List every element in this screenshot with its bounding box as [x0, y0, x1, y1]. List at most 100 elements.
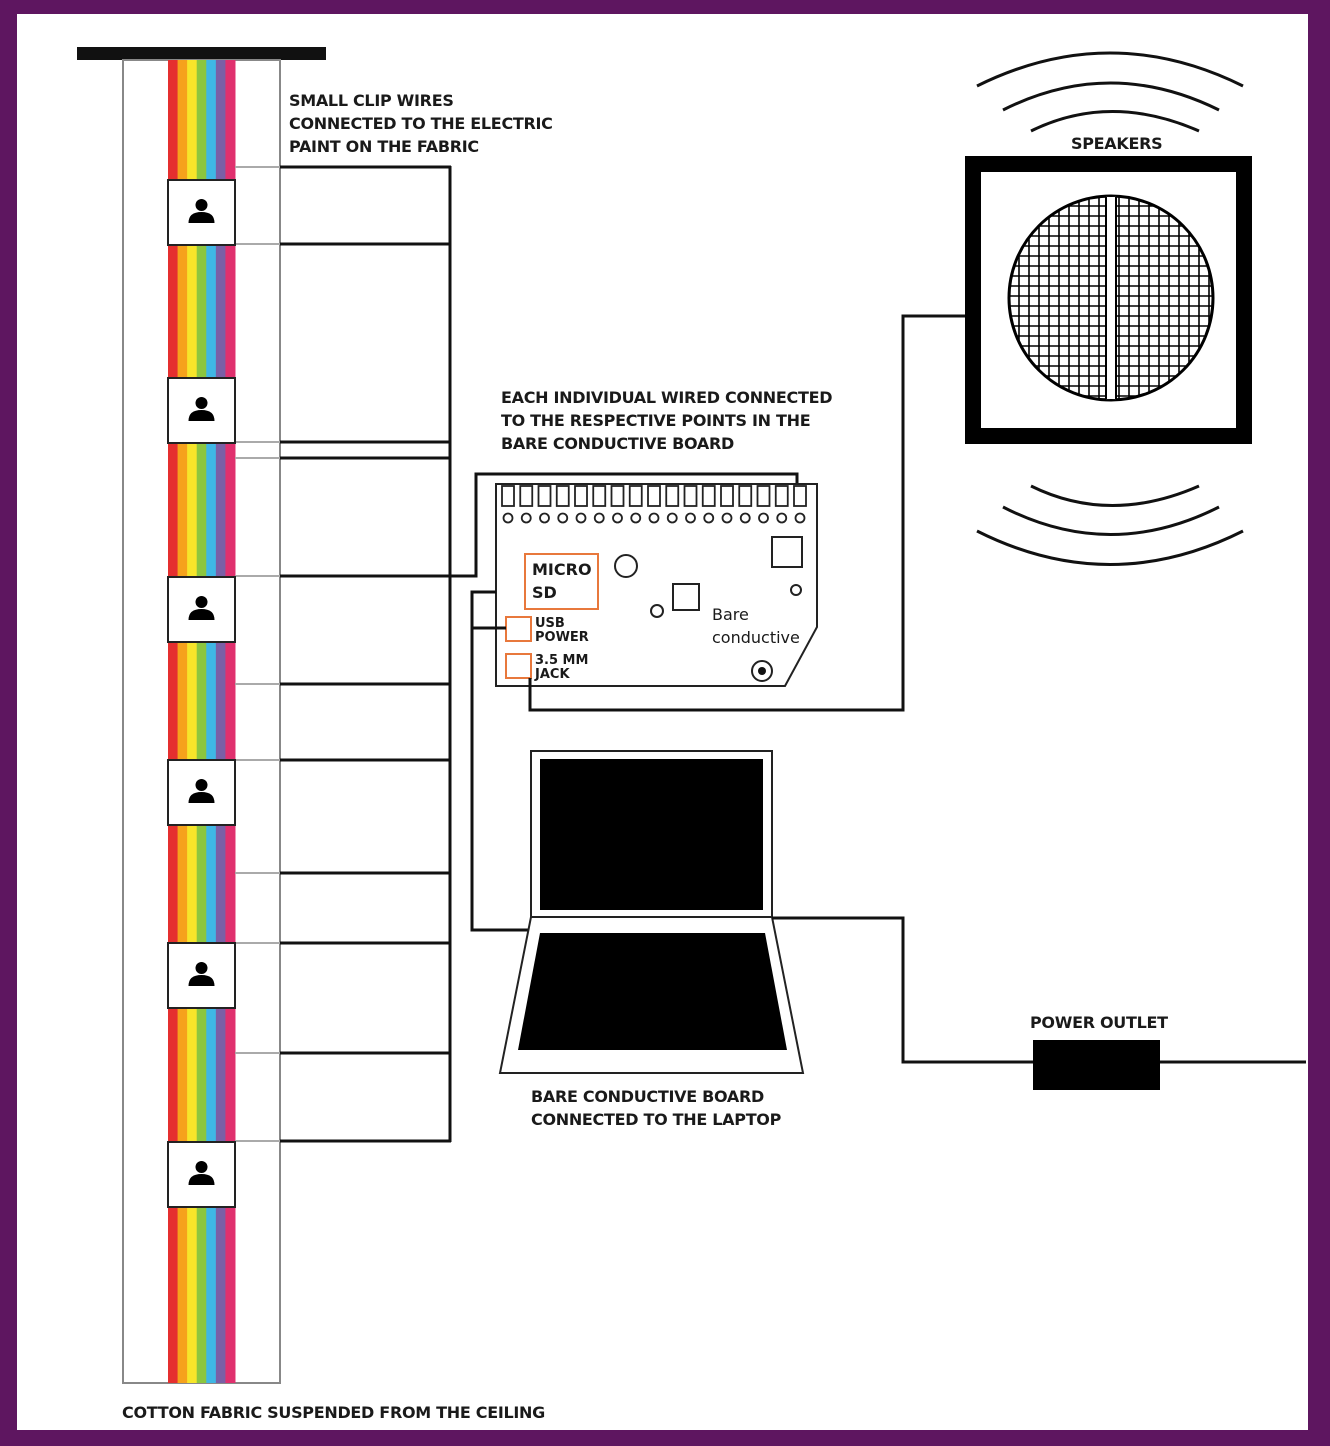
audio-jack-port: [505, 653, 532, 679]
micro-sd-label-2: SD: [532, 583, 557, 602]
board-hole: [776, 512, 788, 524]
person-icon: [188, 962, 215, 986]
rainbow-stripes: [168, 60, 236, 1383]
person-head: [195, 596, 208, 608]
board-pin: [592, 485, 607, 507]
person-head: [195, 962, 208, 974]
person-icon: [188, 779, 215, 803]
power-outlet-icon: [1033, 1040, 1160, 1090]
fabric-wires: [280, 165, 799, 1143]
person-head: [195, 199, 208, 211]
touch-point: [167, 377, 236, 444]
board-hole: [520, 512, 532, 524]
sound-wave: [976, 51, 1244, 88]
touch-point: [167, 1141, 236, 1208]
board-pin: [793, 485, 807, 507]
board-pins: [501, 485, 807, 524]
person-body: [188, 792, 215, 803]
laptop-icon: [498, 750, 805, 1074]
rainbow-stripe: [177, 60, 188, 1383]
board-button: [751, 660, 773, 682]
board-pin: [756, 485, 771, 507]
board-pin: [774, 485, 789, 507]
board-chip: [771, 536, 803, 568]
clip-wires-line-1: SMALL CLIP WIRES: [289, 91, 454, 110]
person-head: [195, 397, 208, 409]
board-component: [650, 604, 664, 618]
board-pin: [701, 485, 716, 507]
board-pin: [555, 485, 570, 507]
person-icon: [188, 596, 215, 620]
person-icon: [188, 1161, 215, 1185]
person-head: [195, 779, 208, 791]
board-hole: [758, 512, 769, 524]
board-hole: [739, 512, 751, 524]
touch-point: [167, 942, 236, 1009]
clip-wires-line-3: PAINT ON THE FABRIC: [289, 137, 479, 156]
board-hole: [630, 512, 642, 524]
laptop-keyboard: [518, 933, 787, 1050]
rainbow-stripe: [187, 60, 198, 1383]
board-hole: [666, 512, 678, 524]
sound-wave: [1002, 505, 1220, 536]
person-body: [188, 1174, 215, 1185]
wire-to-laptop: [470, 628, 531, 932]
each-wire-line-1: EACH INDIVIDUAL WIRED CONNECTED: [501, 388, 832, 407]
power-outlet-label: POWER OUTLET: [1030, 1013, 1168, 1032]
person-head: [195, 1161, 208, 1173]
rainbow-stripe: [168, 60, 179, 1383]
board-hole: [794, 512, 806, 524]
rainbow-stripe: [196, 60, 207, 1383]
bare-conductive-board: MICRO SD USB POWER 3.5 MM JACK Bare cond…: [495, 483, 818, 687]
micro-sd-slot: [524, 553, 599, 610]
rainbow-stripe: [206, 60, 217, 1383]
board-pin: [519, 485, 534, 507]
board-pin: [537, 485, 552, 507]
board-outline: [495, 483, 818, 687]
touch-point: [167, 759, 236, 826]
fabric-label: COTTON FABRIC SUSPENDED FROM THE CEILING: [122, 1403, 545, 1422]
each-wire-line-2: TO THE RESPECTIVE POINTS IN THE: [501, 411, 810, 430]
board-hole: [557, 512, 569, 524]
person-body: [188, 609, 215, 620]
usb-wire-stub: [470, 590, 506, 630]
board-pin: [610, 485, 625, 507]
jack-label-1: 3.5 MM: [535, 653, 588, 668]
brand-label-2: conductive: [712, 628, 800, 647]
board-hole: [502, 512, 514, 524]
board-hole: [685, 512, 696, 524]
board-pin: [720, 485, 734, 507]
board-pin: [501, 485, 515, 507]
person-body: [188, 975, 215, 986]
person-body: [188, 410, 215, 421]
board-laptop-line-1: BARE CONDUCTIVE BOARD: [531, 1087, 764, 1106]
touch-point: [167, 576, 236, 643]
person-body: [188, 212, 215, 223]
jack-label-2: JACK: [534, 667, 570, 682]
board-pin: [574, 485, 588, 507]
clip-wire-stubs: [235, 166, 280, 1142]
ceiling-bar: [77, 47, 326, 60]
board-hole: [612, 512, 623, 524]
board-button-dot: [758, 667, 766, 675]
board-hole: [648, 512, 660, 524]
wire-laptop-power: [772, 916, 1033, 1064]
clip-wires-line-2: CONNECTED TO THE ELECTRIC: [289, 114, 553, 133]
sound-wave: [1030, 110, 1200, 133]
wire-to-board: [450, 472, 799, 578]
board-hole: [539, 512, 550, 524]
wire-to-speakers: [528, 314, 967, 712]
rainbow-stripe: [225, 60, 236, 1383]
speakers-label: SPEAKERS: [1071, 134, 1162, 153]
speaker-icon: [965, 51, 1252, 566]
sound-wave: [1002, 81, 1220, 112]
person-icon: [188, 199, 215, 223]
speaker-center-bar: [1105, 196, 1117, 400]
board-pin: [628, 485, 643, 507]
board-component: [614, 554, 638, 578]
board-hole: [593, 512, 605, 524]
each-wire-line-3: BARE CONDUCTIVE BOARD: [501, 434, 734, 453]
person-icon: [188, 397, 215, 421]
